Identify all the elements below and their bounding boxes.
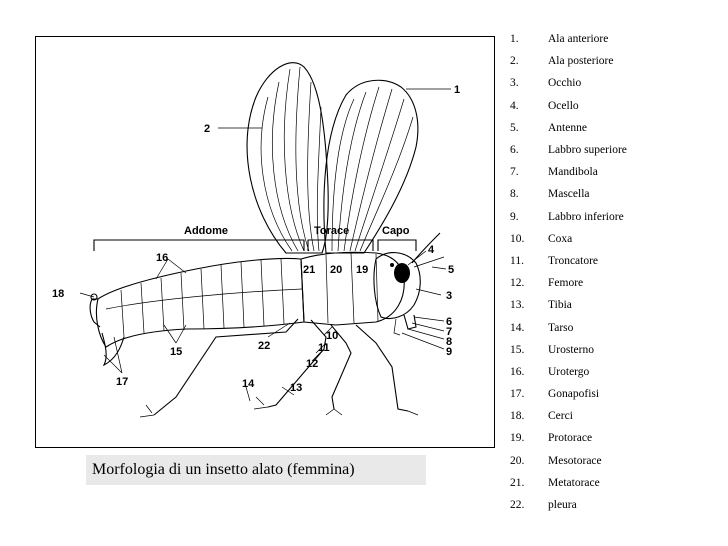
label-15: 15 [170,346,182,358]
ocellus [390,263,394,267]
label-6: 6 [446,316,452,328]
head [373,232,445,336]
legs [139,318,419,418]
legend-item: 3. Occhio [510,77,582,90]
legend-item: 14.Tarso [510,321,574,334]
legend-item: 9.Labbro inferiore [510,210,624,223]
label-17: 17 [116,376,128,388]
label-22: 22 [258,340,270,352]
region-label-abdomen: Addome [184,225,228,237]
label-5: 5 [448,264,454,276]
leader-lines [79,88,451,402]
region-brackets [93,239,417,251]
legend-item: 20.Mesotorace [510,454,602,467]
legend-item: 13.Tibia [510,299,572,312]
segment-19-label: 19 [356,264,368,276]
label-3: 3 [446,290,452,302]
legend-item: 12.Femore [510,277,584,290]
legend-item: 7.Mandibola [510,166,598,179]
legend-item: 18.Cerci [510,410,573,423]
legend-item: 16.Urotergo [510,365,590,378]
abdomen [89,257,305,367]
hindwing [246,62,329,254]
legend-item: 1.Ala anteriore [510,33,609,46]
legend-item: 19.Protorace [510,432,593,445]
label-2: 2 [204,123,210,135]
insect-diagram: Addome Torace Capo 21 20 19 [35,36,495,448]
legend-item: 2. Ala posteriore [510,55,614,68]
segment-20-label: 20 [330,264,342,276]
legend-item: 11.Troncatore [510,254,599,267]
legend-item: 5.Antenne [510,121,587,134]
thorax: 21 20 19 [300,251,405,326]
figure-caption: Morfologia di un insetto alato (femmina) [86,455,426,485]
legend-item: 4.Ocello [510,99,579,112]
legend-item: 21.Metatorace [510,476,600,489]
region-label-head: Capo [382,225,410,237]
segment-21-label: 21 [303,264,315,276]
label-9: 9 [446,346,452,358]
legend-item: 15.Urosterno [510,343,594,356]
label-13: 13 [290,382,302,394]
legend-list: 1.Ala anteriore 2. Ala posteriore 3. Occ… [510,28,725,516]
label-8: 8 [446,336,452,348]
label-11: 11 [318,342,330,354]
label-10: 10 [326,330,338,342]
legend-item: 8.Mascella [510,188,590,201]
label-14: 14 [242,378,255,390]
label-16: 16 [156,252,168,264]
label-18: 18 [52,288,64,300]
label-1: 1 [454,84,460,96]
legend-item: 17.Gonapofisi [510,388,600,401]
legend-item: 6.Labbro superiore [510,144,627,157]
region-label-thorax: Torace [314,225,349,237]
label-7: 7 [446,326,452,338]
legend-item: 22.pleura [510,499,577,512]
label-12: 12 [306,358,318,370]
legend-item: 10.Coxa [510,232,573,245]
compound-eye [394,263,410,283]
forewing [323,79,419,254]
label-4: 4 [428,244,435,256]
